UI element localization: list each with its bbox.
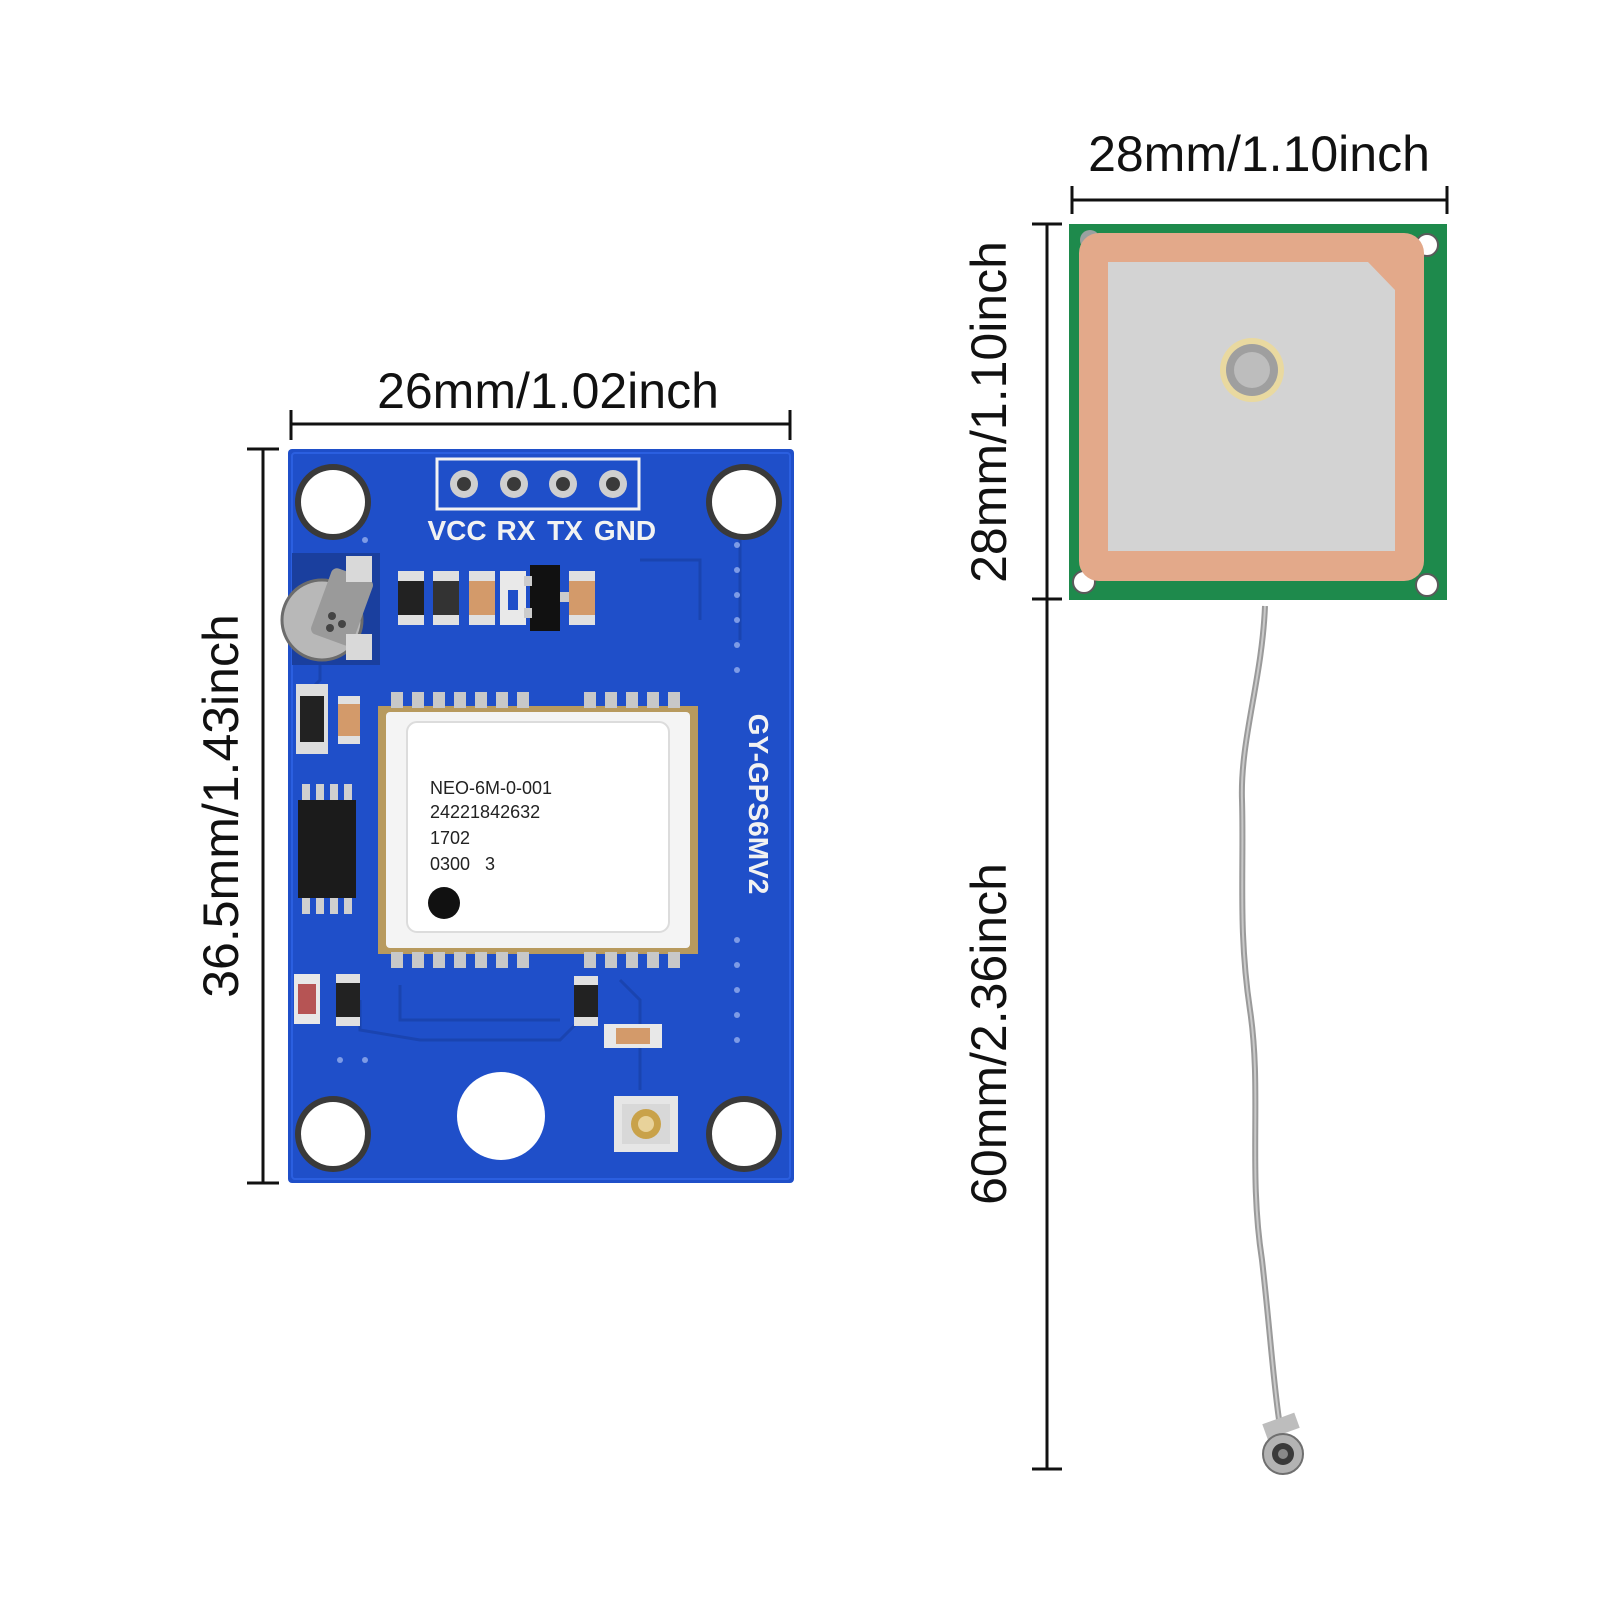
ufl-connector — [614, 1096, 678, 1152]
mounting-holes — [295, 464, 782, 1172]
antenna-width-label: 28mm/1.10inch — [1088, 126, 1430, 182]
module-height-label: 36.5mm/1.43inch — [193, 614, 249, 998]
ipex-plug — [1262, 1412, 1304, 1475]
smd-components-bottom — [574, 976, 662, 1048]
board-label: GY-GPS6MV2 — [743, 714, 774, 895]
feed-point — [1220, 338, 1284, 402]
pin1-marker — [428, 887, 460, 919]
chip-line-1: NEO-6M-0-001 — [430, 778, 552, 798]
gps-module: 26mm/1.02inch 36.5mm/1.43inch — [193, 363, 794, 1185]
pin-label-vcc: VCC — [427, 515, 486, 546]
chip-line-2: 24221842632 — [430, 802, 540, 822]
pin-labels: VCC RX TX GND — [427, 515, 656, 546]
antenna-height-dimension: 28mm/1.10inch 60mm/2.36inch — [961, 222, 1062, 1471]
chip-line-3: 1702 — [430, 828, 470, 848]
chip-line-4: 0300 3 — [430, 854, 495, 874]
antenna-height-label: 28mm/1.10inch — [961, 241, 1017, 583]
pin-label-rx: RX — [497, 515, 536, 546]
antenna-width-dimension: 28mm/1.10inch — [1070, 126, 1449, 214]
ceramic-patch — [1108, 262, 1395, 551]
module-width-label: 26mm/1.02inch — [377, 363, 719, 419]
module-width-dimension: 26mm/1.02inch — [289, 363, 792, 440]
smd-components-left — [294, 684, 360, 1026]
backup-battery — [280, 553, 380, 665]
pcb-vias — [337, 537, 740, 1063]
cable-length-label: 60mm/2.36inch — [961, 863, 1017, 1205]
header-pins — [435, 457, 641, 511]
pin-label-gnd: GND — [594, 515, 656, 546]
neo6m-module: NEO-6M-0-001 24221842632 1702 0300 3 — [378, 692, 698, 968]
gps-antenna: 28mm/1.10inch 28mm/1.10inch 60mm/2.36inc… — [961, 126, 1449, 1475]
pin-label-tx: TX — [547, 515, 583, 546]
module-height-dimension: 36.5mm/1.43inch — [193, 447, 279, 1185]
smd-components-top — [398, 565, 595, 631]
